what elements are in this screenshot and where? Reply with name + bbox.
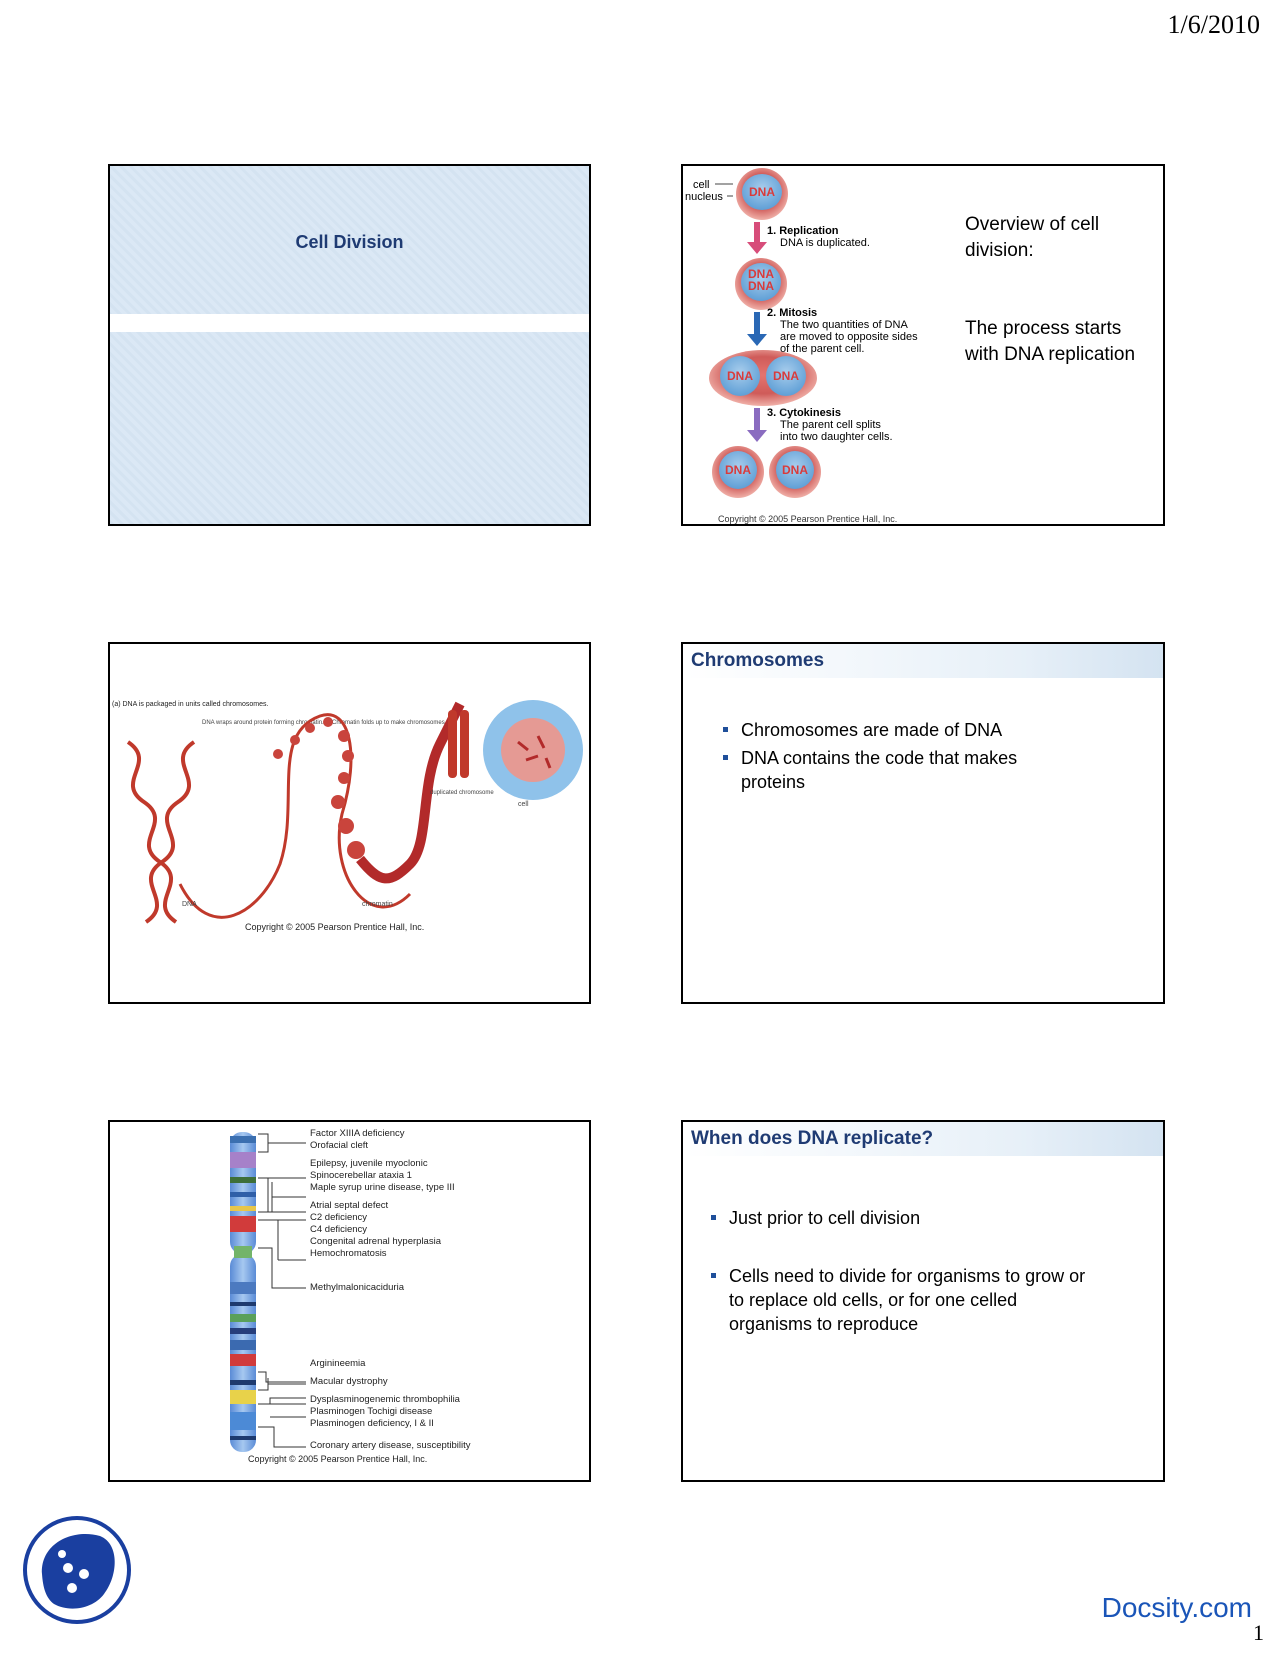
cell-2: DNA DNA (735, 258, 787, 310)
dna-label: DNA (748, 279, 774, 293)
slide-chromosomes: Chromosomes Chromosomes are made of DNA … (681, 642, 1165, 1004)
dna-label: DNA (749, 185, 775, 199)
slide-title: When does DNA replicate? (683, 1122, 1163, 1156)
step3-title: 3. Cytokinesis (767, 407, 841, 419)
disease-label: Hemochromatosis (310, 1248, 387, 1259)
slide-title: Chromosomes (683, 644, 1163, 678)
daughter-cell-1: DNA (712, 446, 764, 498)
bullet-item: Cells need to divide for organisms to gr… (711, 1264, 1086, 1336)
docsity-watermark[interactable]: Docsity.com (1101, 1592, 1252, 1623)
page-number: 1 (1253, 1620, 1264, 1645)
step2-title: 2. Mitosis (767, 307, 817, 319)
copyright: Copyright © 2005 Pearson Prentice Hall, … (718, 514, 897, 524)
label-cell: cell (693, 179, 710, 191)
bullet-text-continued: proteins (741, 772, 806, 792)
nucleosomes (273, 717, 365, 859)
bullet-text: Cells need to divide for organisms to gr… (729, 1266, 1086, 1286)
dna-label: DNA (727, 369, 753, 383)
marker-lines (258, 1133, 306, 1448)
dna-label: DNA (782, 463, 808, 477)
disease-label: Spinocerebellar ataxia 1 (310, 1170, 412, 1181)
label-dna: DNA (182, 901, 197, 908)
step3-text: The parent cell splits (780, 419, 881, 431)
slide-dna-replication: When does DNA replicate? Just prior to c… (681, 1120, 1165, 1482)
bullet-item: Just prior to cell division (711, 1206, 921, 1230)
disease-label: Coronary artery disease, susceptibility (310, 1440, 471, 1451)
label-chromatin: chromatin (362, 901, 393, 908)
chromosome (230, 1132, 256, 1452)
disease-label: Arginineemia (310, 1358, 366, 1369)
arrow-cytokinesis (747, 408, 767, 442)
overview-line: Overview of cell (965, 214, 1100, 235)
label-duplicated: duplicated chromosome (430, 790, 494, 796)
label-cell: cell (518, 801, 529, 808)
cell-division-diagram: cell nucleus DNA 1. Replication DNA is d… (685, 168, 918, 524)
disease-label: C2 deficiency (310, 1212, 367, 1223)
dna-label: DNA (773, 369, 799, 383)
overview-line: division: (965, 240, 1034, 261)
dna-strand (178, 713, 412, 919)
disease-label: Epilepsy, juvenile myoclonic (310, 1158, 428, 1169)
duplicated-chromosome (448, 710, 469, 778)
label-dna-wraps: DNA wraps around protein forming chromat… (202, 720, 324, 726)
step1-text: DNA is duplicated. (780, 237, 870, 249)
label-nucleus: nucleus (685, 191, 723, 203)
label-chromatin-folds: Chromatin folds up to make chromosomes. (332, 720, 447, 726)
step2-text: are moved to opposite sides (780, 331, 918, 343)
cell-1: DNA (736, 168, 788, 220)
process-line: The process starts (965, 318, 1122, 339)
dna-label: DNA (748, 267, 774, 281)
bullet-text: organisms to reproduce (729, 1314, 919, 1334)
disease-label: Maple syrup urine disease, type III (310, 1182, 455, 1193)
bullet-text: Chromosomes are made of DNA (741, 720, 1003, 740)
copyright: Copyright © 2005 Pearson Prentice Hall, … (248, 1454, 427, 1464)
slide-cell-division-title: Cell Division (108, 164, 591, 526)
slide-dna-packaging: (a) DNA is packaged in units called chro… (108, 642, 591, 1004)
cell-illustration (483, 700, 583, 800)
disease-label: Factor XIIIA deficiency (310, 1128, 405, 1139)
arrow-replication (747, 222, 767, 254)
bullet-text: to replace old cells, or for one celled (729, 1290, 1018, 1310)
dna-label: DNA (725, 463, 751, 477)
arrow-mitosis (747, 312, 767, 346)
dna-helix (126, 740, 196, 924)
slide-title: Cell Division (295, 232, 404, 252)
bullet-text: Just prior to cell division (729, 1208, 921, 1228)
daughter-cell-2: DNA (769, 446, 821, 498)
bullet-item: DNA contains the code that makes protein… (723, 746, 1018, 794)
disease-label: Congenital adrenal hyperplasia (310, 1236, 442, 1247)
docsity-logo (23, 1516, 131, 1624)
disease-label: Atrial septal defect (310, 1200, 389, 1211)
disease-label: Plasminogen deficiency, I & II (310, 1418, 434, 1429)
cell-dividing: DNA DNA (709, 350, 817, 406)
step1-title: 1. Replication (767, 225, 839, 237)
caption: (a) DNA is packaged in units called chro… (112, 701, 268, 708)
disease-label: C4 deficiency (310, 1224, 367, 1235)
slide-band (110, 314, 589, 332)
step2-text: of the parent cell. (780, 343, 864, 355)
disease-label: Orofacial cleft (310, 1140, 368, 1151)
slide-chromosome-map: Factor XIIIA deficiency Orofacial cleft … (108, 1120, 591, 1482)
step3-text: into two daughter cells. (780, 431, 893, 443)
disease-label: Plasminogen Tochigi disease (310, 1406, 432, 1417)
dna-packaging-diagram: (a) DNA is packaged in units called chro… (112, 700, 583, 932)
chromosome-map-diagram: Factor XIIIA deficiency Orofacial cleft … (230, 1128, 471, 1464)
disease-label: Methylmalonicaciduria (310, 1282, 405, 1293)
disease-label: Dysplasminogenemic thrombophilia (310, 1394, 461, 1405)
copyright: Copyright © 2005 Pearson Prentice Hall, … (245, 922, 424, 932)
bullet-text: DNA contains the code that makes (741, 748, 1018, 768)
step2-text: The two quantities of DNA (780, 319, 908, 331)
process-line: with DNA replication (965, 344, 1136, 365)
page-date: 1/6/2010 (1167, 10, 1260, 39)
bullet-item: Chromosomes are made of DNA (723, 718, 1003, 742)
slide-overview: cell nucleus DNA 1. Replication DNA is d… (681, 164, 1165, 526)
disease-label: Macular dystrophy (310, 1376, 388, 1387)
